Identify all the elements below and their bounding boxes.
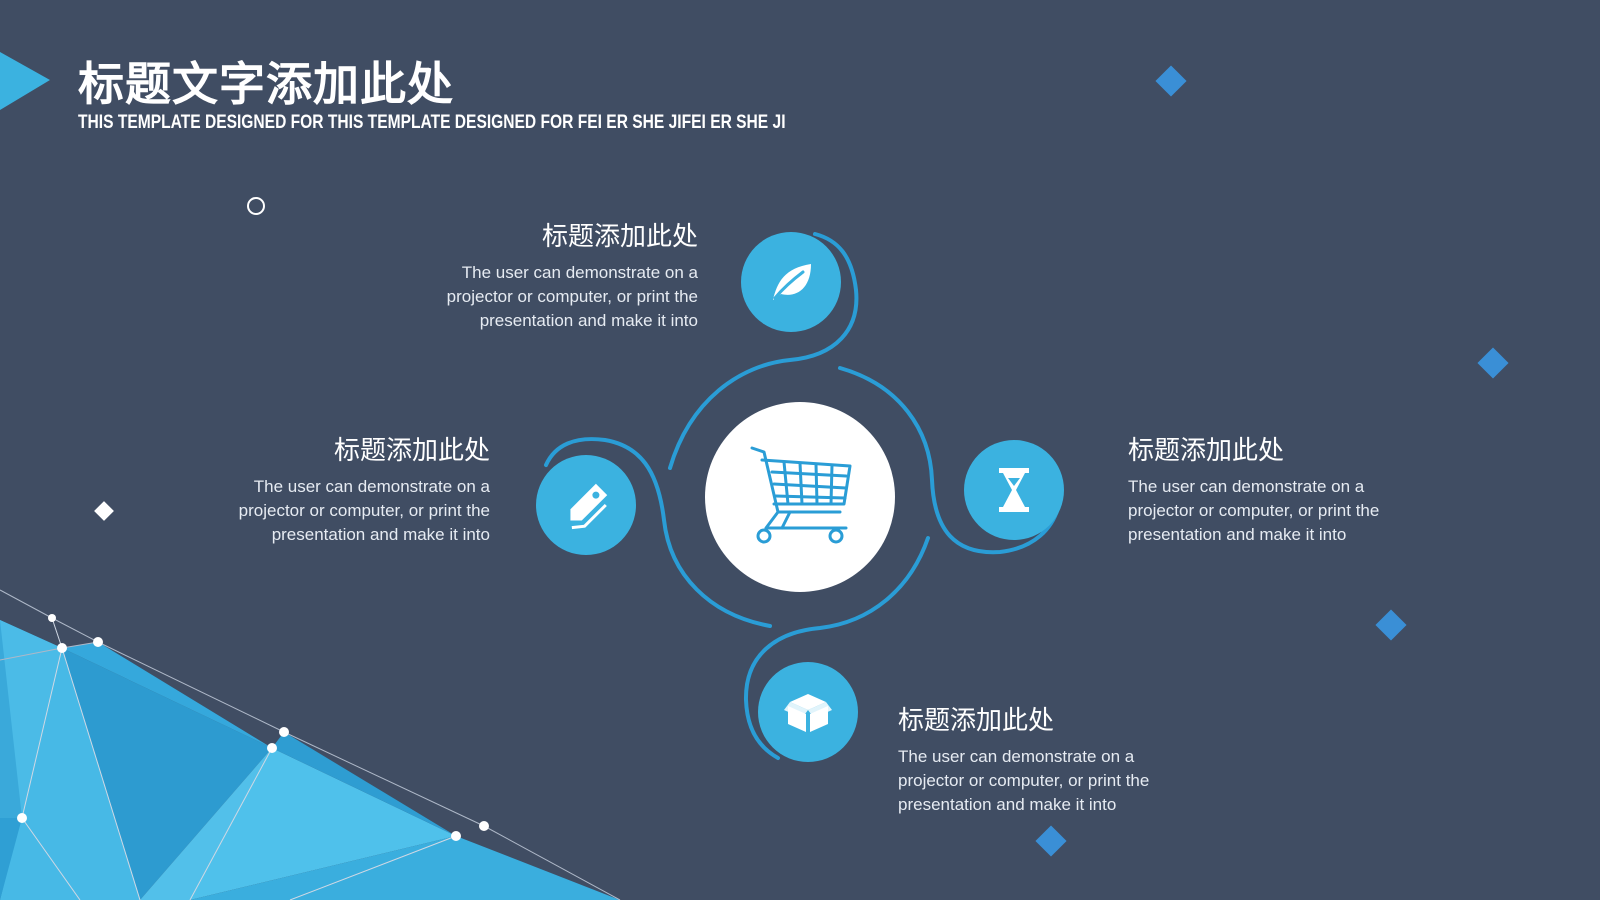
item-description: The user can demonstrate on a projector … <box>1128 477 1380 544</box>
shopping-cart-icon <box>750 446 852 544</box>
hourglass-icon <box>999 468 1029 512</box>
swirl-connectors <box>544 232 1060 760</box>
item-bottom: 标题添加此处 The user can demonstrate on a pro… <box>898 700 1198 817</box>
item-description: The user can demonstrate on a projector … <box>446 263 698 330</box>
diamond-decoration <box>1477 347 1509 379</box>
leaf-icon <box>773 264 811 300</box>
ring-decoration <box>247 197 265 215</box>
slide-subtitle: THIS TEMPLATE DESIGNED FOR THIS TEMPLATE… <box>78 112 786 133</box>
item-heading: 标题添加此处 <box>898 706 1055 736</box>
lowpoly-corner <box>0 589 621 900</box>
slide-title: 标题文字添加此处 <box>78 57 454 111</box>
item-description: The user can demonstrate on a projector … <box>238 477 490 544</box>
package-circle <box>758 662 858 762</box>
title-arrow-marker <box>0 52 50 110</box>
item-heading: 标题添加此处 <box>1128 436 1285 466</box>
item-left: 标题添加此处 The user can demonstrate on a pro… <box>190 430 490 547</box>
item-heading: 标题添加此处 <box>333 436 490 466</box>
tag-icon <box>570 483 608 530</box>
item-top: 标题添加此处 The user can demonstrate on a pro… <box>398 216 698 333</box>
item-heading: 标题添加此处 <box>541 222 698 252</box>
package-icon <box>784 694 832 732</box>
item-description: The user can demonstrate on a projector … <box>898 747 1150 814</box>
item-right: 标题添加此处 The user can demonstrate on a pro… <box>1128 430 1428 547</box>
